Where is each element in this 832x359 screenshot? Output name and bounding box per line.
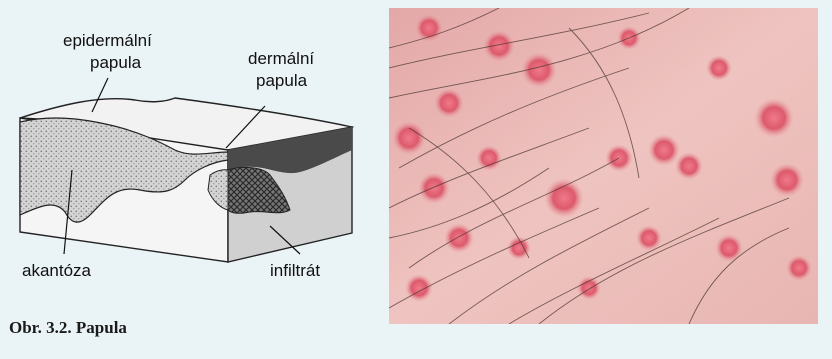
papule-diagram: epidermální papula dermální papula akant… bbox=[0, 0, 380, 315]
label-dermal-2: papula bbox=[256, 71, 308, 90]
label-dermal-1: dermální bbox=[248, 49, 314, 68]
label-infiltrate: infiltrát bbox=[270, 261, 320, 280]
label-epidermal-1: epidermální bbox=[63, 31, 152, 50]
figure-caption: Obr. 3.2. Papula bbox=[9, 318, 127, 338]
papules-skin-photo bbox=[389, 8, 818, 324]
label-epidermal-2: papula bbox=[90, 53, 142, 72]
label-acanthosis: akantóza bbox=[22, 261, 92, 280]
